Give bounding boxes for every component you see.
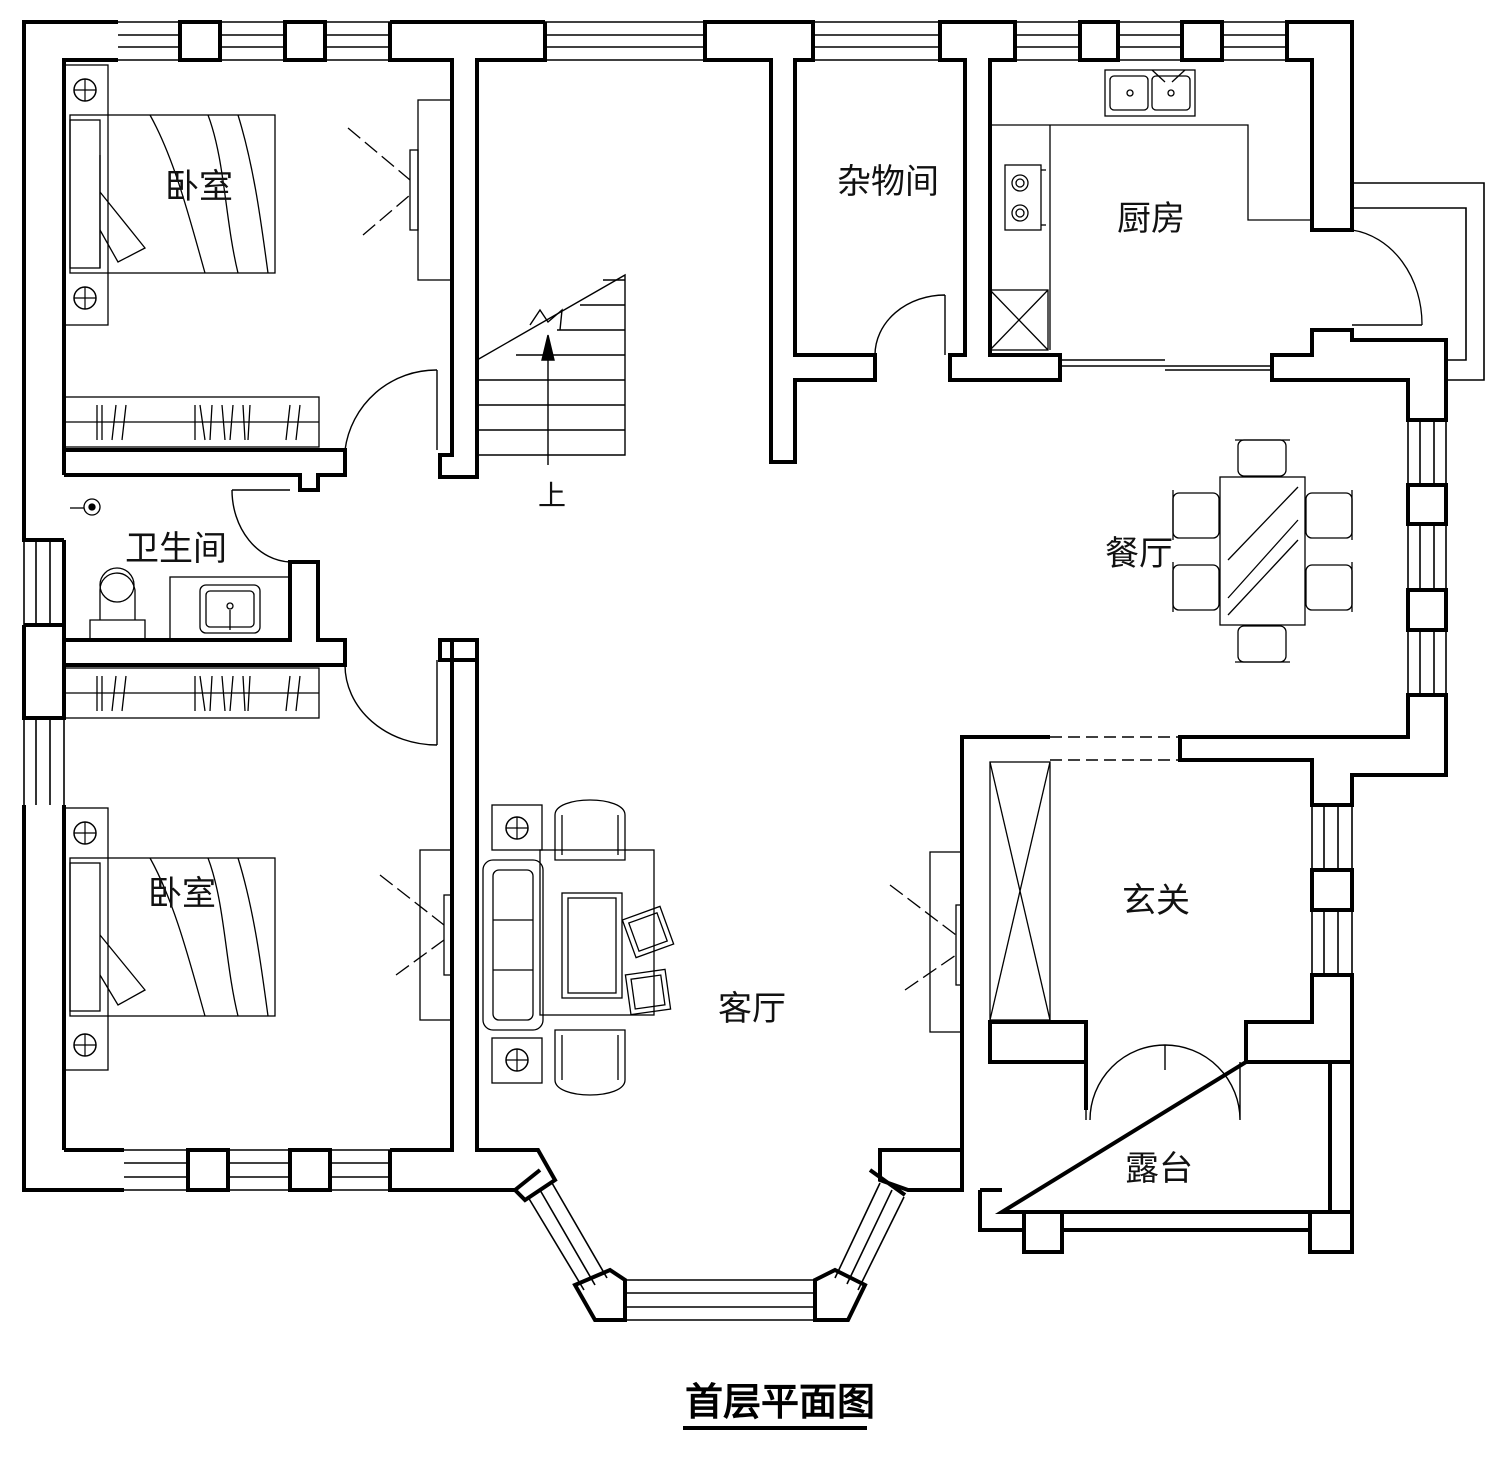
fridge-icon [989,289,1049,351]
bay-window [527,1182,905,1321]
tv-cabinet-living [889,851,963,1033]
doors [231,294,1272,1121]
label-dining: 餐厅 [1105,534,1173,574]
foyer-walls [960,735,1354,1150]
terrace-walls [978,1060,1354,1254]
bed-top [64,64,276,326]
foyer-closet [989,761,1051,1021]
drawing-title: 首层平面图 [685,1380,875,1424]
kitchen-fixtures [989,69,1312,351]
tv-cabinet-top [347,99,453,281]
label-stair-up: 上 [538,479,566,512]
label-storage: 杂物间 [837,162,939,202]
bathroom-fixtures [70,498,291,641]
label-bedroom-top: 卧室 [165,167,233,207]
label-foyer: 玄关 [1122,881,1190,921]
door-kitchen-sliding [1060,359,1272,371]
label-living: 客厅 [718,989,786,1029]
windows [23,21,1485,1321]
toilet-icon [89,572,146,641]
label-kitchen: 厨房 [1117,199,1185,239]
window-top-2 [545,21,1287,61]
label-terrace: 露台 [1125,1149,1193,1189]
window-bottom [124,1149,390,1191]
tv-cabinet-bottom [379,849,453,1021]
sink-icon [199,584,261,634]
outer-wall-top [178,20,547,479]
wardrobe-top [63,396,320,448]
bed-bottom [64,807,276,1071]
window-right [1311,420,1447,975]
sofa-set [482,799,675,1096]
outer-wall-top-mid [703,20,877,464]
dining-table [1172,439,1353,663]
door-foyer-opening [1050,736,1180,761]
label-bathroom: 卫生间 [125,529,227,569]
kitchen-sink-icon [1104,69,1196,117]
outer-wall-left [22,20,124,1192]
stove-icon [1004,164,1042,231]
window-left [23,540,65,805]
outer-wall-left-inner [24,58,124,1152]
coffee-table [561,892,623,999]
door-bedroom-top [344,369,438,451]
walls [22,20,1448,1322]
door-bathroom [231,489,291,563]
wardrobe-bottom [63,667,320,719]
bay-window-walls [513,1148,964,1322]
label-bedroom-bottom: 卧室 [148,874,216,914]
window-top-1 [118,21,390,61]
door-storage [874,294,946,356]
staircase [476,273,626,465]
door-entrance-double [1085,1044,1241,1121]
door-bedroom-bottom [344,660,438,746]
kitchen-side-door [1351,182,1485,381]
